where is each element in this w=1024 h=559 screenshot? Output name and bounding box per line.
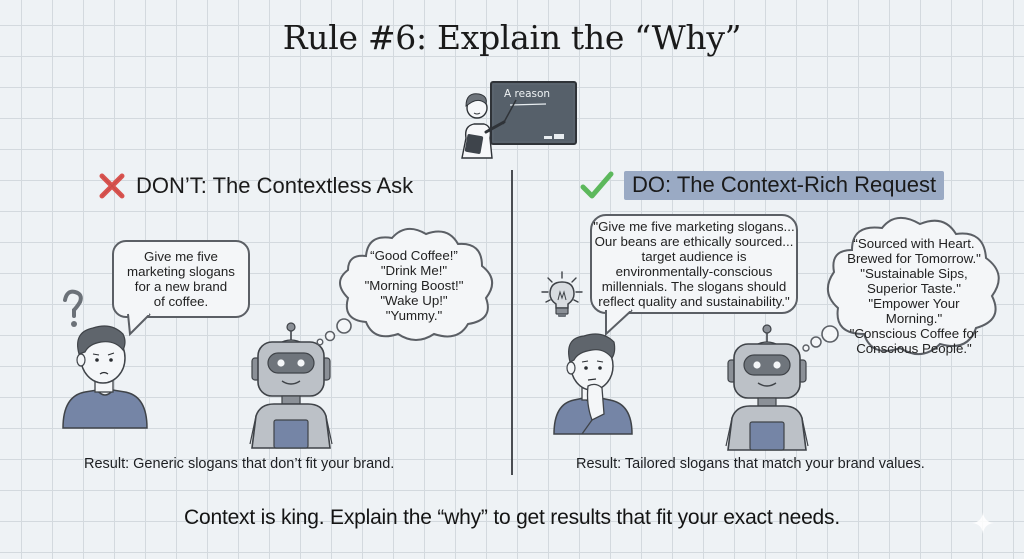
dont-section-heading: DON’T: The Contextless Ask (98, 172, 413, 200)
dont-confused-user-illustration (55, 288, 155, 436)
bubble-line: environmentally-conscious (615, 264, 773, 279)
bubble-tail (605, 307, 633, 337)
thought-line: Conscious People." (856, 341, 972, 356)
bubble-line: Our beans are ethically sourced... (594, 234, 794, 249)
bubble-line: "Give me five marketing slogans... (593, 219, 795, 234)
do-robot-illustration (724, 322, 810, 451)
thought-line: "Sustainable Sips, (860, 266, 968, 281)
footer-takeaway: Context is king. Explain the “why” to ge… (184, 506, 840, 529)
do-heading-label: DO: The Context-Rich Request (624, 170, 945, 200)
thought-line: Morning." (885, 311, 943, 326)
bubble-line: reflect quality and sustainability." (598, 294, 790, 309)
sparkle-icon (972, 512, 994, 534)
dont-result-text: Result: Generic slogans that don’t fit y… (84, 456, 395, 472)
do-user-speech-bubble: "Give me five marketing slogans... Our b… (590, 214, 798, 337)
dont-robot-thought-cloud: “Good Coffee!” "Drink Me!" "Morning Boos… (316, 226, 498, 350)
do-result-text: Result: Tailored slogans that match your… (576, 456, 925, 472)
bubble-line: millennials. The slogans should (601, 279, 787, 294)
chalkboard-text: A reason (504, 88, 551, 100)
bubble-line: marketing slogans (127, 264, 235, 279)
bubble-line: for a new brand (134, 279, 228, 294)
bubble-line: of coffee. (153, 294, 209, 309)
section-divider (511, 170, 513, 475)
dont-user-speech-bubble: Give me five marketing slogans for a new… (112, 240, 250, 337)
thought-line: "Conscious Coffee for (849, 326, 979, 341)
do-thinking-user-illustration (552, 324, 636, 435)
dont-heading-label: DON’T: The Contextless Ask (136, 173, 414, 198)
do-section-heading: DO: The Context-Rich Request (580, 170, 945, 200)
check-mark-icon (580, 170, 614, 200)
thought-line: Superior Taste." (867, 281, 961, 296)
thought-line: Brewed for Tomorrow." (847, 251, 981, 266)
page-title: Rule #6: Explain the “Why” (282, 18, 742, 57)
thought-line: "Wake Up!" (380, 293, 448, 308)
bubble-tail (127, 311, 151, 337)
x-mark-icon (98, 172, 126, 200)
thought-line: “Sourced with Heart. (853, 236, 975, 251)
teacher-chalkboard-illustration: A reason (446, 80, 586, 160)
thought-line: "Drink Me!" (380, 263, 448, 278)
thought-line: "Morning Boost!" (364, 278, 464, 293)
thought-line: "Yummy." (385, 308, 443, 323)
bubble-line: target audience is (641, 249, 747, 264)
thought-line: "Empower Your (868, 296, 960, 311)
dont-robot-illustration (248, 320, 334, 449)
thought-line: “Good Coffee!” (370, 248, 458, 263)
bubble-line: Give me five (144, 249, 218, 264)
lightbulb-icon (540, 270, 584, 320)
do-robot-thought-cloud: “Sourced with Heart. Brewed for Tomorrow… (802, 216, 1006, 362)
